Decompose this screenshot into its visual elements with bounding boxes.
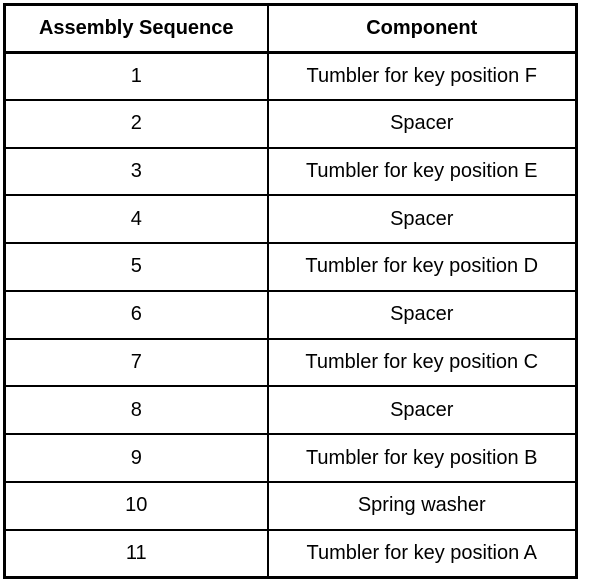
table-row: 3 Tumbler for key position E [4, 147, 577, 197]
column-header-assembly-sequence: Assembly Sequence [4, 4, 269, 54]
cell-sequence: 4 [4, 195, 269, 245]
cell-sequence: 8 [4, 386, 269, 436]
cell-component: Spring washer [267, 481, 577, 531]
column-header-component: Component [267, 4, 577, 54]
cell-component: Tumbler for key position B [267, 434, 577, 483]
cell-sequence: 2 [4, 99, 269, 149]
table-row: 7 Tumbler for key position C [4, 338, 577, 388]
table-row: 9 Tumbler for key position B [4, 434, 577, 483]
cell-component: Tumbler for key position F [267, 52, 577, 101]
cell-sequence: 7 [4, 338, 269, 388]
table-row: 10 Spring washer [4, 481, 577, 531]
cell-sequence: 5 [4, 243, 269, 292]
cell-sequence: 1 [4, 52, 269, 101]
cell-sequence: 9 [4, 434, 269, 483]
table-row: 6 Spacer [4, 290, 577, 340]
cell-component: Tumbler for key position C [267, 338, 577, 388]
cell-sequence: 3 [4, 147, 269, 197]
table-row: 4 Spacer [4, 195, 577, 245]
cell-component: Spacer [267, 386, 577, 436]
table-row: 5 Tumbler for key position D [4, 243, 577, 292]
cell-component: Tumbler for key position A [267, 529, 577, 578]
cell-sequence: 11 [4, 529, 269, 578]
cell-component: Spacer [267, 195, 577, 245]
table-header: Assembly Sequence Component [4, 4, 577, 54]
table-row: 2 Spacer [4, 99, 577, 149]
cell-sequence: 6 [4, 290, 269, 340]
cell-component: Tumbler for key position E [267, 147, 577, 197]
table-body: 1 Tumbler for key position F 2 Spacer 3 … [4, 52, 577, 578]
table-row: 1 Tumbler for key position F [4, 52, 577, 101]
cell-component: Spacer [267, 290, 577, 340]
assembly-sequence-table: Assembly Sequence Component 1 Tumbler fo… [3, 3, 578, 579]
cell-sequence: 10 [4, 481, 269, 531]
cell-component: Spacer [267, 99, 577, 149]
cell-component: Tumbler for key position D [267, 243, 577, 292]
table-row: 8 Spacer [4, 386, 577, 436]
table-row: 11 Tumbler for key position A [4, 529, 577, 578]
header-row: Assembly Sequence Component [4, 4, 577, 54]
